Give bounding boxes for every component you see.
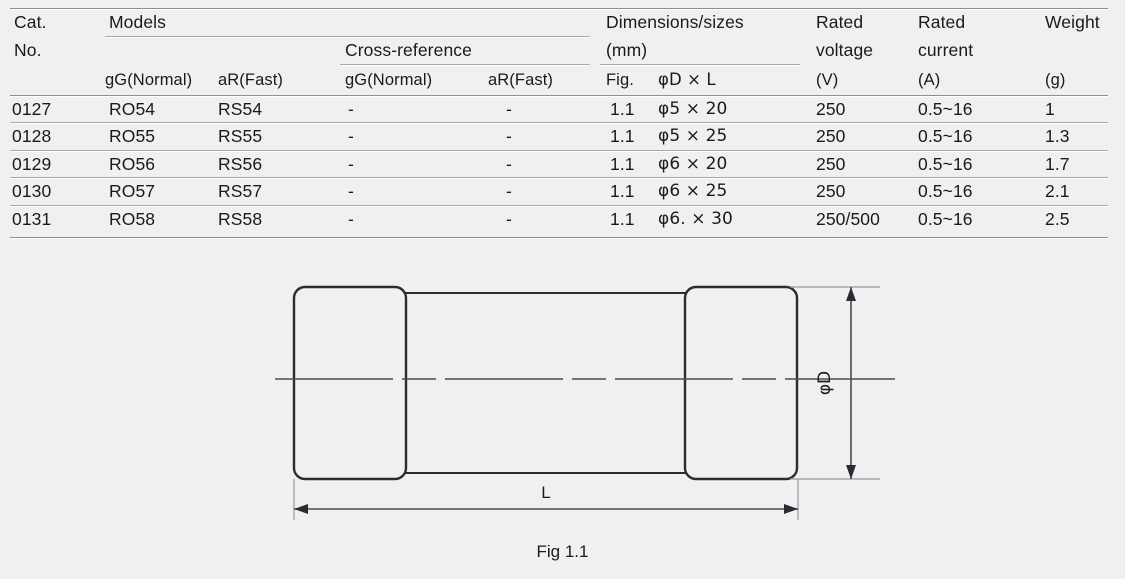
table-row: 2.1 — [1045, 181, 1070, 201]
diameter-label: φD — [815, 371, 835, 395]
table-row: - — [506, 154, 512, 174]
arrowhead-left-icon — [294, 504, 308, 514]
table-top-rule — [10, 8, 1108, 9]
subheader-current-unit: (A) — [918, 71, 941, 89]
header-cat-no-line1: Cat. — [14, 12, 47, 32]
arrowhead-down-icon — [846, 465, 856, 479]
length-label: L — [541, 483, 550, 502]
figure-caption: Fig 1.1 — [536, 542, 589, 561]
table-row: RO54 — [109, 99, 156, 119]
table-row: - — [506, 181, 512, 201]
arrowhead-right-icon — [784, 504, 798, 514]
table-row: 250 — [816, 99, 846, 119]
table-row: RO55 — [109, 126, 156, 146]
table-row: - — [506, 126, 512, 146]
fuse-end-cap-right — [683, 285, 799, 481]
table-row: RO56 — [109, 154, 156, 174]
table-row: - — [506, 209, 512, 229]
table-row: RS54 — [218, 99, 263, 119]
table-row: 1.1 — [610, 99, 635, 119]
header-dimensions-line1: Dimensions/sizes — [606, 12, 744, 32]
fuse-end-cap-left — [292, 285, 408, 481]
table-row: 1.1 — [610, 209, 635, 229]
table-row: 250 — [816, 181, 846, 201]
row-rule-2 — [10, 150, 1108, 151]
table-row: RS58 — [218, 209, 263, 229]
table-row: 250 — [816, 126, 846, 146]
table-row: 1.1 — [610, 126, 635, 146]
table-row: 0.5~16 — [918, 126, 973, 146]
subheader-xref-gg: gG(Normal) — [345, 71, 433, 89]
table-row: 1 — [1045, 99, 1055, 119]
table-row: 1.1 — [610, 154, 635, 174]
header-rated-current-line1: Rated — [918, 12, 966, 32]
table-row: 0.5~16 — [918, 209, 973, 229]
table-row: - — [506, 99, 512, 119]
header-cross-reference: Cross-reference — [345, 40, 472, 60]
row-rule-1 — [10, 122, 1108, 123]
table-row: RO58 — [109, 209, 156, 229]
table-row: 0.5~16 — [918, 154, 973, 174]
row-rule-3 — [10, 177, 1108, 178]
header-cat-no-line2: No. — [14, 40, 42, 60]
header-models: Models — [109, 12, 167, 32]
table-row: φ6 × 20 — [658, 154, 728, 174]
header-dimensions-line2: (mm) — [606, 40, 648, 60]
table-row: 0128 — [12, 126, 52, 146]
table-row: RO57 — [109, 181, 156, 201]
table-row: φ5 × 25 — [658, 126, 728, 146]
subheader-diameter-length: φD × L — [658, 70, 716, 89]
header-rated-voltage-line1: Rated — [816, 12, 864, 32]
table-row: φ5 × 20 — [658, 99, 728, 119]
fuse-body-tube — [404, 292, 687, 474]
table-row: 250 — [816, 154, 846, 174]
table-row: 250/500 — [816, 209, 880, 229]
table-row: 0.5~16 — [918, 99, 973, 119]
table-row: - — [348, 154, 354, 174]
table-row: φ6. × 30 — [658, 209, 733, 229]
arrowhead-up-icon — [846, 287, 856, 301]
row-rule-4 — [10, 205, 1108, 206]
table-row: 0.5~16 — [918, 181, 973, 201]
header-rated-voltage-line2: voltage — [816, 40, 874, 60]
table-row: φ6 × 25 — [658, 181, 728, 201]
table-row: RS55 — [218, 126, 263, 146]
table-bottom-rule — [10, 237, 1108, 238]
table-row: 0127 — [12, 99, 52, 119]
table-row: - — [348, 126, 354, 146]
table-row: 2.5 — [1045, 209, 1070, 229]
header-weight: Weight — [1045, 12, 1100, 32]
table-row: - — [348, 99, 354, 119]
table-row: 1.7 — [1045, 154, 1070, 174]
header-rated-current-line2: current — [918, 40, 974, 60]
dimensions-group-rule — [600, 64, 800, 65]
subheader-voltage-unit: (V) — [816, 71, 839, 89]
table-row: 0130 — [12, 181, 52, 201]
subheader-weight-unit: (g) — [1045, 71, 1066, 89]
table-row: - — [348, 181, 354, 201]
table-row: 1.3 — [1045, 126, 1070, 146]
specifications-table: Cat. No. Models Cross-reference Dimensio… — [0, 0, 1125, 248]
models-group-rule — [105, 36, 590, 37]
subheader-models-ar: aR(Fast) — [218, 71, 283, 89]
subheader-fig: Fig. — [606, 71, 634, 89]
cross-reference-group-rule — [340, 64, 590, 65]
table-row: 0131 — [12, 209, 52, 229]
subheader-xref-ar: aR(Fast) — [488, 71, 553, 89]
fuse-drawing-svg: φD L — [275, 285, 895, 520]
fuse-dimension-drawing: φD L Fig 1.1 — [0, 255, 1125, 579]
table-row: RS57 — [218, 181, 263, 201]
table-row: - — [348, 209, 354, 229]
table-row: 0129 — [12, 154, 52, 174]
table-row: RS56 — [218, 154, 263, 174]
subheader-models-gg: gG(Normal) — [105, 71, 193, 89]
header-bottom-rule — [10, 95, 1108, 96]
table-row: 1.1 — [610, 181, 635, 201]
